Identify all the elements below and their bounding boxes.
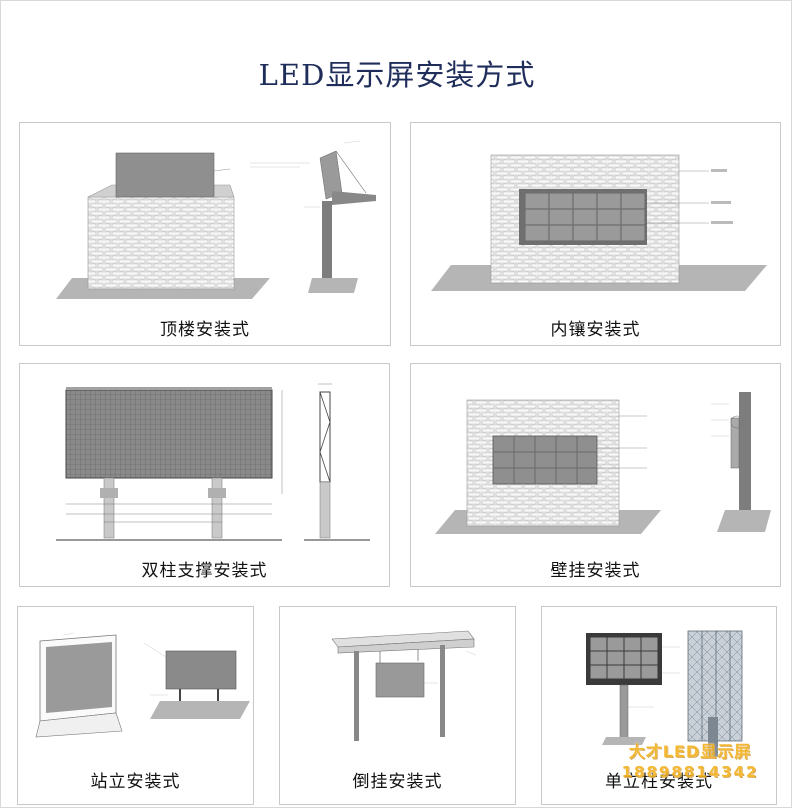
single-column-illustration: [586, 630, 743, 757]
standing-illustration: [35, 632, 250, 738]
caption-double-column: 双柱支撑安装式: [141, 561, 268, 581]
double-column-illustration: [56, 383, 370, 541]
rooftop-illustration: [56, 140, 376, 299]
card-hanging: 倒挂安装式: [279, 606, 516, 805]
card-standing: 站立安装式: [17, 606, 254, 805]
caption-embedded: 内镶安装式: [550, 320, 641, 340]
caption-single-column: 单立柱安装式: [605, 772, 713, 792]
caption-hanging: 倒挂安装式: [352, 772, 443, 792]
card-double-column: 双柱支撑安装式: [19, 363, 390, 587]
caption-rooftop: 顶楼安装式: [160, 320, 250, 340]
wall-mounted-illustration: [435, 392, 771, 534]
caption-standing: 站立安装式: [90, 772, 181, 792]
embedded-illustration: [431, 154, 767, 291]
page-title: LED显示屏安装方式: [258, 58, 536, 92]
hanging-illustration: [331, 630, 477, 741]
caption-wall-mounted: 壁挂安装式: [550, 561, 641, 581]
card-single-column: 单立柱安装式: [541, 606, 777, 805]
card-embedded: 内镶安装式: [410, 122, 781, 346]
card-wall-mounted: 壁挂安装式: [410, 363, 781, 587]
card-rooftop: 顶楼安装式: [19, 122, 391, 346]
